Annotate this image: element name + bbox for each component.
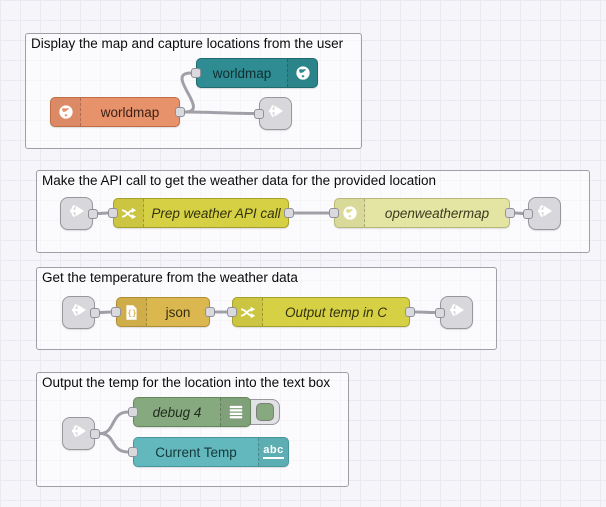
- wire[interactable]: [98, 432, 130, 454]
- node-label: Output temp in C: [284, 304, 388, 320]
- globe-icon: [287, 59, 317, 87]
- group-display-map[interactable]: Display the map and capture locations fr…: [25, 33, 362, 149]
- node-ui-text-current-temp[interactable]: Current Temp abc: [128, 437, 289, 467]
- link-arrow-icon: [447, 300, 467, 325]
- shuffle-icon: [114, 199, 144, 227]
- node-link-out[interactable]: [523, 197, 561, 230]
- output-port[interactable]: [88, 208, 98, 219]
- wire[interactable]: [96, 211, 110, 215]
- input-port[interactable]: [111, 307, 121, 317]
- globe-icon: [51, 98, 81, 126]
- wire[interactable]: [183, 110, 256, 115]
- node-function-output-temp-in-c[interactable]: Output temp in C: [227, 297, 415, 327]
- node-label: debug 4: [152, 404, 202, 420]
- wire[interactable]: [513, 211, 525, 215]
- node-label: openweathermap: [384, 205, 490, 221]
- node-function-prep-weather-api-call[interactable]: Prep weather API call: [108, 198, 294, 228]
- link-arrow-icon: [535, 201, 555, 226]
- abc-icon: abc: [258, 438, 288, 466]
- node-label: worldmap: [212, 65, 272, 81]
- node-json[interactable]: {} json: [111, 297, 215, 327]
- node-debug-4[interactable]: debug 4: [128, 397, 251, 427]
- group-title: Output the temp for the location into th…: [42, 375, 331, 390]
- wire[interactable]: [98, 410, 130, 435]
- group-title: Get the temperature from the weather dat…: [42, 270, 298, 285]
- wire[interactable]: [413, 310, 437, 314]
- output-port[interactable]: [205, 307, 215, 317]
- debug-list-icon: [220, 398, 250, 426]
- node-link-out[interactable]: [254, 97, 292, 130]
- input-port[interactable]: [128, 447, 138, 457]
- node-label: json: [165, 304, 191, 320]
- node-worldmap-in[interactable]: worldmap: [50, 97, 185, 127]
- output-port[interactable]: [505, 208, 515, 218]
- input-port[interactable]: [254, 108, 264, 119]
- output-port[interactable]: [90, 307, 100, 318]
- input-port[interactable]: [227, 307, 237, 317]
- input-port[interactable]: [435, 307, 445, 318]
- globe-icon: [335, 199, 365, 227]
- output-port[interactable]: [90, 428, 100, 439]
- node-link-in[interactable]: [60, 197, 98, 230]
- wire[interactable]: [98, 310, 113, 314]
- input-port[interactable]: [523, 208, 533, 219]
- link-arrow-icon: [67, 201, 87, 226]
- input-port[interactable]: [128, 407, 138, 417]
- debug-toggle-tab: [250, 399, 280, 425]
- link-arrow-icon: [69, 421, 89, 446]
- node-label: worldmap: [100, 104, 160, 120]
- input-port[interactable]: [108, 208, 118, 218]
- link-arrow-icon: [69, 300, 89, 325]
- node-worldmap-out[interactable]: worldmap: [191, 58, 318, 88]
- node-openweathermap[interactable]: openweathermap: [329, 198, 515, 228]
- json-file-icon: {}: [117, 298, 147, 326]
- node-label: Prep weather API call: [151, 205, 281, 221]
- wire[interactable]: [180, 71, 195, 114]
- svg-text:{}: {}: [127, 308, 136, 317]
- debug-toggle-button[interactable]: [256, 403, 274, 421]
- node-label: Current Temp: [155, 444, 237, 460]
- link-arrow-icon: [266, 101, 286, 126]
- node-link-out[interactable]: [435, 296, 473, 329]
- group-title: Display the map and capture locations fr…: [31, 36, 344, 51]
- group-title: Make the API call to get the weather dat…: [42, 173, 436, 188]
- node-link-in[interactable]: [62, 417, 100, 450]
- shuffle-icon: [233, 298, 263, 326]
- node-link-in[interactable]: [62, 296, 100, 329]
- output-port[interactable]: [284, 208, 294, 218]
- input-port[interactable]: [329, 208, 339, 218]
- output-port[interactable]: [405, 307, 415, 317]
- group-output-temp[interactable]: Output the temp for the location into th…: [36, 372, 349, 487]
- output-port[interactable]: [175, 107, 185, 117]
- input-port[interactable]: [191, 68, 201, 78]
